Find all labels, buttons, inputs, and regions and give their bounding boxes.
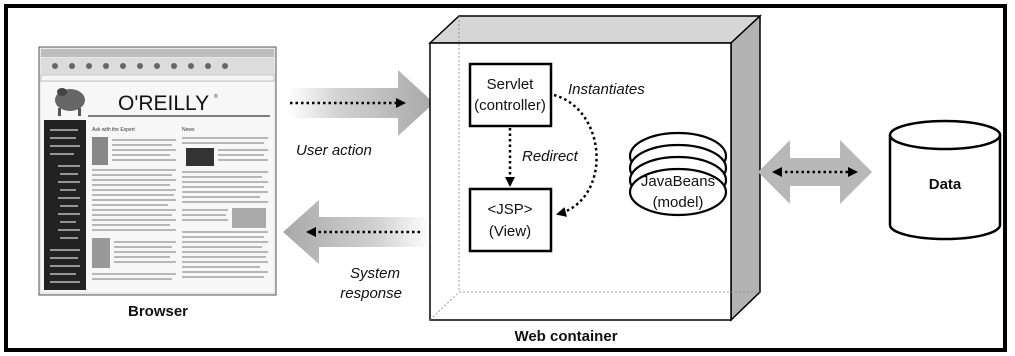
servlet-role-label: (controller) bbox=[474, 97, 546, 114]
user-action-label: User action bbox=[296, 142, 372, 159]
browser-window: O'REILLY ® Ask with the Expert News bbox=[38, 46, 277, 296]
sidebar-links bbox=[50, 129, 80, 283]
oreilly-logo-text: O'REILLY bbox=[118, 92, 209, 115]
data-cylinder bbox=[888, 119, 1002, 241]
jsp-box bbox=[468, 187, 553, 253]
browser-toolbar-icons bbox=[52, 63, 228, 69]
browser-label: Browser bbox=[128, 303, 188, 320]
instantiates-label: Instantiates bbox=[568, 81, 645, 98]
jsp-role-label: (View) bbox=[489, 223, 531, 240]
page-photo-small bbox=[92, 238, 110, 268]
javabeans-label: JavaBeans bbox=[641, 173, 715, 190]
javabeans-role-label: (model) bbox=[653, 194, 704, 211]
servlet-label: Servlet bbox=[487, 76, 535, 93]
page-sidebar bbox=[44, 120, 86, 290]
data-label: Data bbox=[929, 176, 962, 193]
animal-logo-icon bbox=[55, 88, 85, 116]
web-container-label: Web container bbox=[514, 328, 617, 345]
page-text-lines bbox=[92, 137, 268, 280]
page-heading-left: Ask with the Expert bbox=[92, 127, 135, 133]
servlet-box bbox=[468, 62, 553, 128]
user-action-arrow bbox=[288, 70, 434, 136]
system-response-label-line2: response bbox=[340, 285, 402, 302]
javabeans-stack bbox=[628, 131, 728, 217]
page-banner-image bbox=[232, 208, 266, 228]
system-response-label-line1: System bbox=[350, 265, 400, 282]
instantiates-arrow bbox=[553, 93, 598, 217]
jsp-label: <JSP> bbox=[487, 201, 532, 218]
logo-registered-mark: ® bbox=[214, 93, 218, 100]
redirect-label: Redirect bbox=[522, 148, 579, 165]
page-heading-right: News bbox=[182, 127, 195, 133]
page-photo-dark bbox=[186, 148, 214, 166]
system-response-arrow bbox=[283, 200, 430, 264]
page-photo bbox=[92, 137, 108, 165]
